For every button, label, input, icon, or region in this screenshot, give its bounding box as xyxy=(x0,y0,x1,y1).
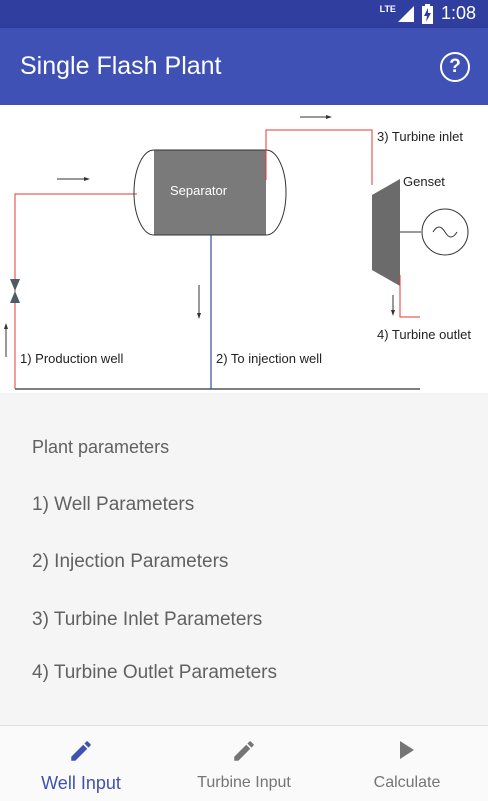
bottom-navigation: Well Input Turbine Input Calculate xyxy=(0,725,488,801)
separator-label: Separator xyxy=(170,183,228,198)
turbine-inlet-label: 3) Turbine inlet xyxy=(377,129,463,144)
signal-icon xyxy=(397,5,414,22)
parameters-panel: Plant parameters 1) Well Parameters 2) I… xyxy=(0,393,488,725)
nav-well-input[interactable]: Well Input xyxy=(0,726,162,801)
plant-schematic: Separator 3) Turbine inlet Genset 4) Tur… xyxy=(4,115,471,390)
lte-indicator: LTE xyxy=(379,3,396,14)
pencil-icon xyxy=(234,741,254,761)
nav-turbine-input[interactable]: Turbine Input xyxy=(162,726,326,801)
injection-parameters-item[interactable]: 2) Injection Parameters xyxy=(32,551,229,572)
nav-calculate-label: Calculate xyxy=(373,774,441,791)
pencil-icon xyxy=(71,741,91,761)
app-title: Single Flash Plant xyxy=(20,52,222,80)
plant-diagram: Separator 3) Turbine inlet Genset 4) Tur… xyxy=(0,105,488,393)
status-bar: LTE 1:08 xyxy=(0,0,488,28)
production-pipe xyxy=(14,193,137,389)
turbine-inlet-pipe xyxy=(265,129,373,185)
turbine-icon xyxy=(372,179,400,286)
well-parameters-item[interactable]: 1) Well Parameters xyxy=(32,494,195,515)
battery-charging-icon xyxy=(421,3,433,24)
nav-calculate[interactable]: Calculate xyxy=(326,726,488,801)
nav-turbine-input-label: Turbine Input xyxy=(197,774,291,791)
genset-label: Genset xyxy=(403,174,445,189)
app-bar: Single Flash Plant ? xyxy=(0,28,488,105)
help-icon: ? xyxy=(449,56,461,77)
flow-arrow-down xyxy=(391,310,395,316)
flow-arrow-right xyxy=(84,177,90,181)
turbine-outlet-parameters-item[interactable]: 4) Turbine Outlet Parameters xyxy=(32,662,277,683)
turbine-inlet-parameters-item[interactable]: 3) Turbine Inlet Parameters xyxy=(32,609,263,630)
turbine-outlet-label: 4) Turbine outlet xyxy=(377,327,471,342)
flow-arrow-up xyxy=(4,323,8,329)
flow-arrow-down xyxy=(197,313,201,319)
parameters-heading: Plant parameters xyxy=(32,437,170,457)
separator-vessel xyxy=(154,150,266,235)
flow-arrow-right xyxy=(326,115,332,119)
injection-well-label: 2) To injection well xyxy=(216,351,322,366)
turbine-outlet-pipe xyxy=(399,275,420,318)
clock: 1:08 xyxy=(440,3,476,23)
nav-well-input-label: Well Input xyxy=(41,773,121,793)
production-well-label: 1) Production well xyxy=(20,351,123,366)
help-button[interactable]: ? xyxy=(440,52,470,82)
play-icon xyxy=(400,741,414,759)
valve-icon xyxy=(10,279,20,291)
